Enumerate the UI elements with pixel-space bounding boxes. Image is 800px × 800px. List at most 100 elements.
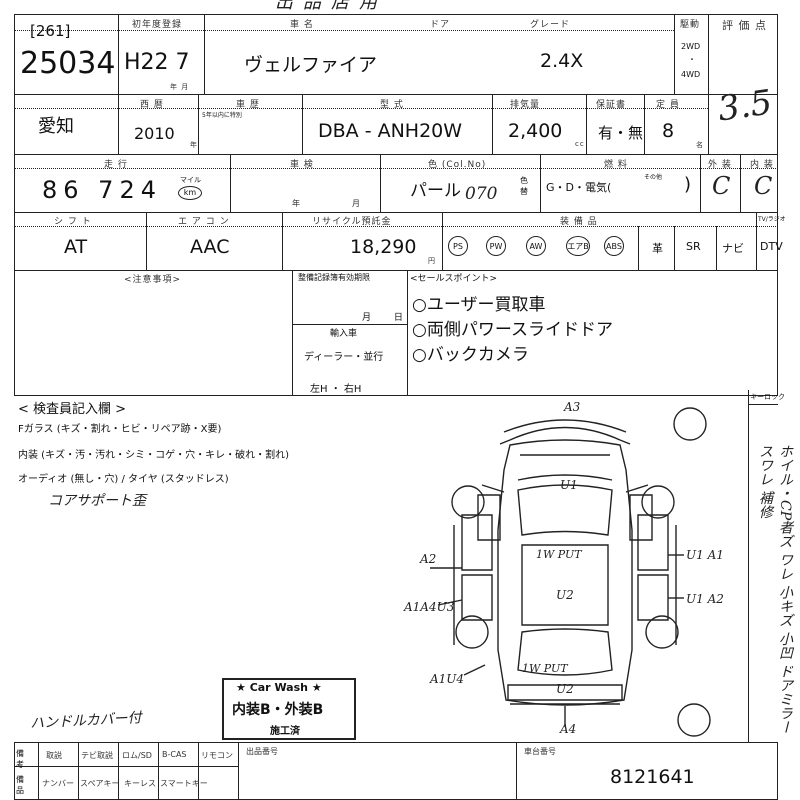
handwritten-core-support: コアサポート歪 [48, 493, 146, 509]
equip-dtv: DTV [760, 240, 783, 253]
equipment-label: 装 備 品 [560, 217, 598, 227]
until-label: 月 日 [362, 313, 413, 323]
fuel-close: ) [684, 174, 692, 195]
car-wash-stamp [222, 678, 356, 740]
score-value: 3.5 [715, 82, 775, 130]
rear-right-wheel [645, 615, 679, 649]
grade-value: 2.4X [540, 50, 584, 72]
interior-label: 内 装 [750, 160, 774, 170]
drive-label: 駆動 [680, 20, 701, 30]
damage-rear-put: 1W PUT [522, 662, 568, 675]
unit-km: km [178, 186, 202, 200]
car-wash-title: ★ Car Wash ★ [236, 681, 322, 694]
handle-label: 左H ・ 右H [310, 384, 362, 395]
year-label: 西 暦 [140, 100, 164, 110]
exterior-label: 外 装 [708, 160, 732, 170]
drive-2wd: 2WD [681, 42, 701, 51]
top-heading: 出品店用 [275, 0, 387, 13]
exterior-grade: C [712, 172, 731, 200]
equip-leather: 革 [652, 242, 663, 255]
damage-a1a4u3: A1A4U3 [404, 600, 455, 614]
interior-grade: C [754, 172, 773, 200]
front-right-wheel [641, 485, 675, 519]
capacity-value: 8 [662, 120, 675, 142]
body-outline [497, 439, 633, 706]
cc-label: 排気量 [510, 100, 541, 110]
damage-u1a2-right: U1 A2 [686, 592, 724, 606]
ac-value: AAC [190, 236, 230, 258]
footer-cell-spare-key: スペアキー [80, 779, 120, 788]
grade-label: グレード [530, 20, 571, 30]
door-label: ドア [430, 20, 451, 30]
shift-value: AT [64, 236, 88, 258]
keyless-label: キーロック [750, 393, 785, 401]
vehicle-no: 8121641 [610, 766, 695, 788]
capacity-label: 定 員 [656, 100, 680, 110]
damage-a1u4: A1U4 [430, 672, 465, 686]
prefecture: 愛知 [38, 116, 74, 137]
mileage-value: 86 724 [42, 176, 162, 204]
first-reg-unit: 年 月 [170, 83, 190, 91]
equip-aw: AW [526, 236, 546, 256]
warranty-value: 有・無 [598, 124, 644, 142]
equip-navi: ナビ [722, 242, 744, 255]
color-value: パール [410, 181, 461, 201]
car-wash-done: 施工済 [270, 726, 300, 737]
footer-cell-tv-manual: テビ取説 [81, 751, 113, 760]
inspection-line-3: オーディオ (無し・穴) / タイヤ (スタッドレス) [18, 474, 229, 485]
side-notes: ホイル・CP者ズ ワレ 小キズ 小凹 ドアミラー スワレ 補修 [757, 444, 793, 734]
damage-u1a1-right: U1 A1 [686, 548, 724, 562]
color-code: 070 [465, 184, 498, 204]
history-sub: 5年以内に特別 [202, 112, 242, 119]
lot-number: 25034 [20, 46, 116, 81]
inspection-label: 整備記録簿有効期限 [298, 273, 370, 282]
damage-u2-mid: U2 [556, 588, 574, 602]
sales-label: <セールスポイント> [410, 274, 498, 284]
damage-a2-left: A2 [420, 552, 437, 566]
equip-ps: PS [448, 236, 468, 256]
ship-no-label: 出品番号 [246, 747, 278, 756]
drive-dot: ・ [688, 55, 696, 64]
sales-point-3: ○バックカメラ [412, 345, 529, 365]
recycle-label: リサイクル預託金 [312, 217, 392, 227]
damage-a4: A4 [560, 722, 577, 736]
vehicle-no-label: 車台番号 [524, 747, 556, 756]
car-wash-main: 内装B・外装B [232, 702, 324, 718]
recycle-value: 18,290 [350, 236, 417, 258]
capacity-unit: 名 [696, 141, 704, 149]
import-label: 輸入車 [330, 329, 358, 339]
footer-label-2: 備 品 [16, 775, 24, 795]
color-label: 色 (Col.No) [428, 160, 487, 170]
tv-label: TV/ラジオ [758, 216, 786, 223]
car-name: ヴェルファイア [244, 54, 378, 76]
year-unit: 年 [190, 141, 198, 149]
first-reg-label: 初年度登録 [132, 20, 183, 30]
inspection-line-2: 内装 (キズ・汚・汚れ・シミ・コゲ・穴・キレ・破れ・割れ) [18, 450, 289, 461]
fuel-label: 燃 料 [604, 160, 628, 170]
ac-label: エ ア コ ン [178, 217, 230, 227]
damage-front-put: 1W PUT [536, 548, 582, 561]
sales-point-2: ○両側パワースライドドア [412, 320, 613, 340]
unit-mile: マイル [180, 176, 201, 184]
damage-u1-top: U1 [560, 478, 578, 492]
car-name-label: 車 名 [290, 20, 314, 30]
history-label: 車 歴 [236, 100, 260, 110]
year-value: 2010 [134, 124, 175, 143]
equip-airbag: エアB [566, 236, 590, 256]
footer-cell-remote: リモコン [201, 751, 233, 760]
notes-label: <注意事項> [124, 275, 182, 285]
footer-cell-bcas: B-CAS [162, 750, 187, 759]
model-label: 型 式 [380, 100, 404, 110]
shaken-month: 月 [352, 199, 361, 208]
rating-label: 評 価 点 [722, 19, 767, 32]
displacement: 2,400 [508, 120, 563, 142]
first-reg-value: H22 7 [124, 50, 190, 75]
shift-label: シ フ ト [54, 217, 92, 227]
footer-cell-rom-sd: ロム/SD [122, 751, 152, 760]
footer-cell-manual: 取説 [46, 751, 62, 760]
inspection-line-1: Fガラス (キズ・割れ・ヒビ・リペア跡・X要) [18, 424, 222, 435]
car-diagram [430, 407, 711, 737]
footer-cell-number: ナンバー [42, 779, 74, 788]
color-change: 色替 [520, 176, 528, 196]
mileage-label: 走 行 [104, 160, 128, 170]
